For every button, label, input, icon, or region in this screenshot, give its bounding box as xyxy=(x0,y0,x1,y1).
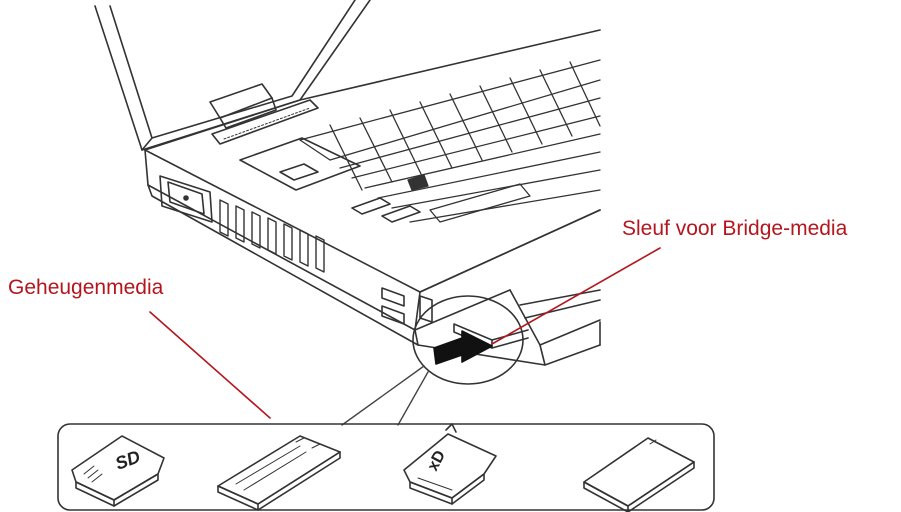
xd-card-marking: xD xyxy=(425,448,450,474)
xd-picture-card-icon xyxy=(403,423,497,505)
label-bridge-media-slot: Sleuf voor Bridge-media xyxy=(622,217,848,240)
magnifier-circle xyxy=(412,295,524,385)
vent-slots xyxy=(219,199,325,273)
keyboard xyxy=(299,59,601,223)
leader-line-memory-media xyxy=(149,311,271,419)
serial-port xyxy=(159,175,213,223)
memory-stick-icon xyxy=(217,435,341,511)
sd-card-icon xyxy=(71,435,165,507)
usb-ports xyxy=(381,287,433,325)
connector-line-left xyxy=(341,365,425,426)
connector-line-right xyxy=(397,371,429,426)
leader-line-bridge-slot xyxy=(491,247,661,345)
memory-card-panel xyxy=(57,423,715,511)
sd-card-marking: SD xyxy=(113,446,143,473)
laptop-base xyxy=(144,29,601,366)
multimedia-card-icon xyxy=(583,437,695,512)
label-memory-media: Geheugenmedia xyxy=(8,276,164,299)
insert-arrow xyxy=(433,330,493,365)
